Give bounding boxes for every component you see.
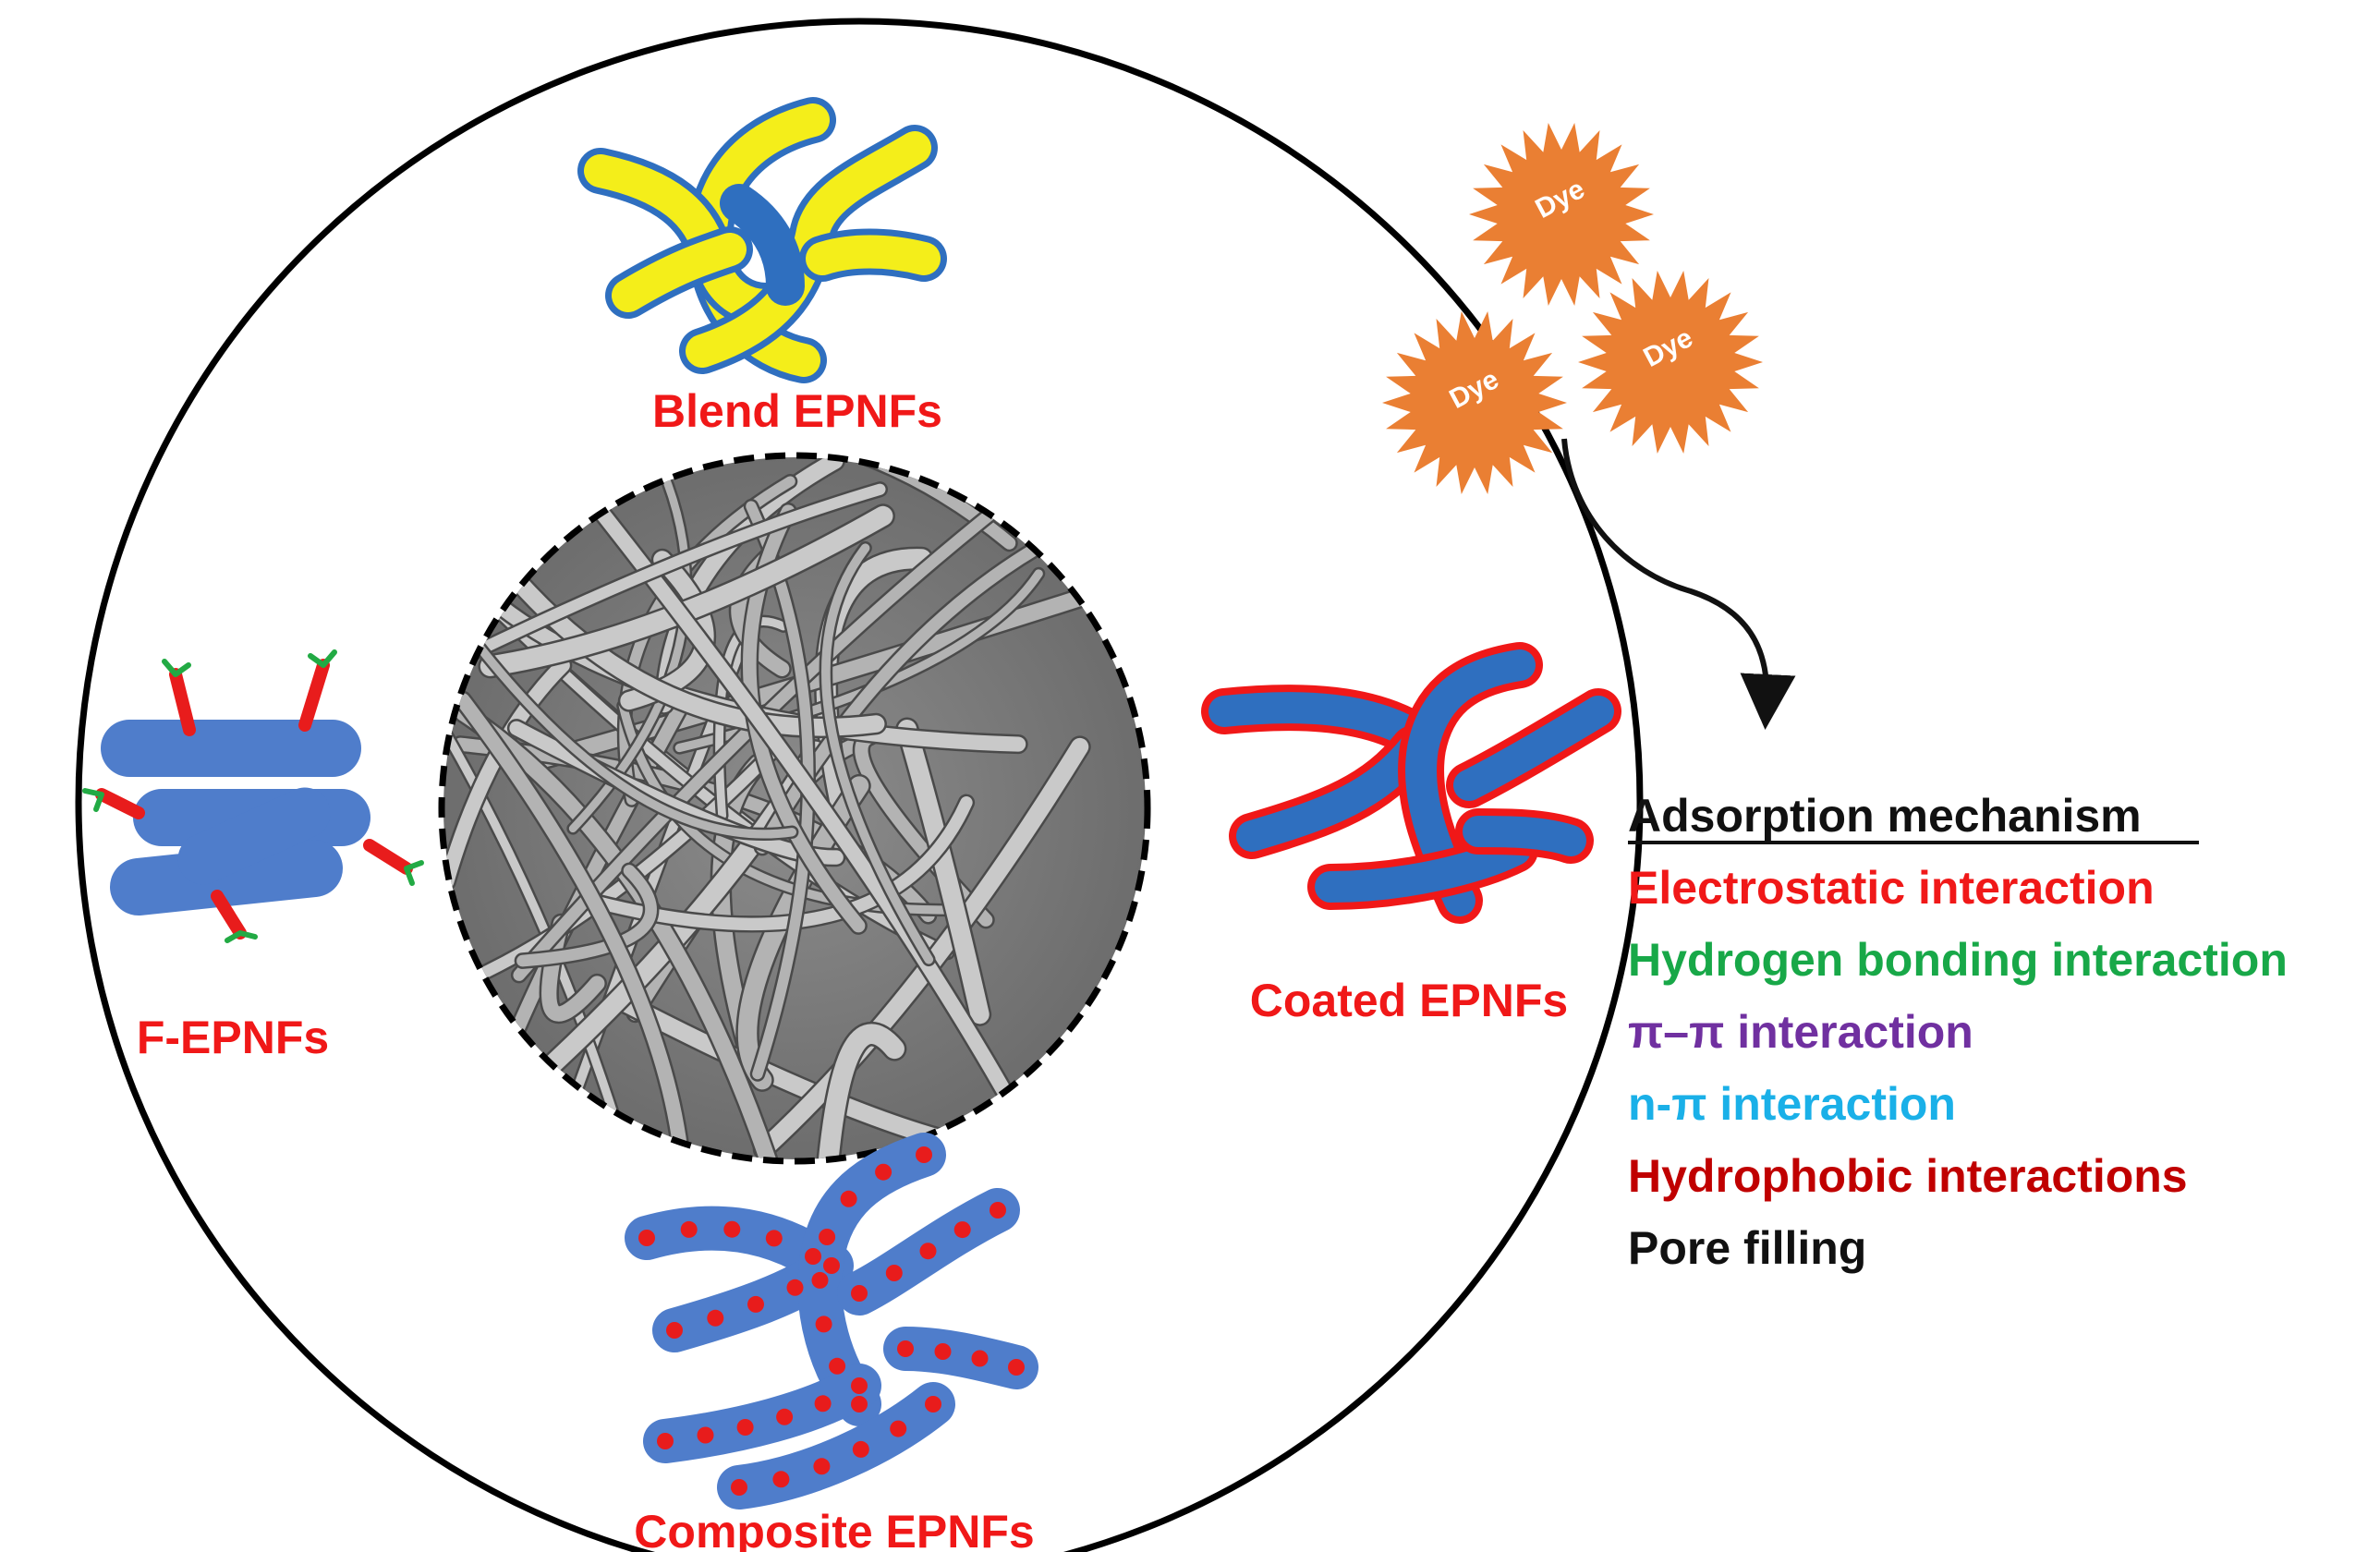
composite-particle: [840, 1190, 857, 1207]
composite-particle: [666, 1322, 683, 1339]
composite-particle: [765, 1230, 783, 1247]
composite-particle: [813, 1458, 831, 1475]
composite-particle: [875, 1163, 892, 1181]
composite-particle: [925, 1396, 941, 1413]
composite-particle: [934, 1343, 952, 1360]
composite-particle: [815, 1316, 832, 1333]
composite-particle: [707, 1309, 724, 1327]
f-epnfs-label: F-EPNFs: [137, 1012, 329, 1063]
legend-item: Hydrogen bonding interaction: [1628, 934, 2288, 986]
composite-particle: [811, 1271, 829, 1289]
composite-particle: [916, 1146, 932, 1163]
composite-particle: [786, 1279, 804, 1296]
composite-particle: [814, 1395, 832, 1413]
composite-particle: [890, 1420, 907, 1437]
coated-epnfs-label: Coated EPNFs: [1250, 975, 1569, 1026]
dye-molecule-right: Dye: [1578, 271, 1763, 454]
composite-particle: [852, 1440, 869, 1458]
composite-particle: [1008, 1359, 1025, 1376]
dye-molecule-left: Dye: [1382, 311, 1567, 494]
adsorption-arrow: [1561, 438, 1796, 730]
blend-epnfs-illustration: [577, 97, 947, 383]
outer-circle: [75, 18, 1644, 1552]
composite-particle: [990, 1202, 1006, 1219]
legend-item: π–π interaction: [1628, 1006, 1973, 1058]
composite-particle: [657, 1433, 674, 1449]
composite-particle: [697, 1426, 714, 1444]
coated-epnfs-illustration: [1201, 642, 1621, 924]
legend-title: Adsorption mechanism: [1628, 790, 2142, 842]
blend-epnfs-label: Blend EPNFs: [652, 385, 942, 437]
legend-item: Hydrophobic interactions: [1628, 1150, 2188, 1202]
composite-particle: [731, 1479, 747, 1496]
composite-particle: [897, 1340, 914, 1357]
sem-image: [438, 452, 1151, 1165]
composite-particle: [747, 1295, 764, 1313]
composite-particle: [723, 1220, 741, 1238]
composite-particle: [772, 1471, 790, 1488]
composite-particle: [680, 1220, 698, 1238]
composite-particle: [736, 1419, 754, 1436]
composite-particle: [805, 1248, 821, 1265]
composite-particle: [851, 1285, 868, 1302]
adsorption-legend: Adsorption mechanism Electrostatic inter…: [1628, 790, 2288, 1274]
legend-item: Electrostatic interaction: [1628, 862, 2155, 914]
composite-particle: [776, 1408, 794, 1425]
composite-particle: [851, 1377, 868, 1394]
composite-particle: [819, 1229, 836, 1245]
composite-epnfs-label: Composite EPNFs: [634, 1506, 1034, 1552]
composite-particle: [885, 1265, 903, 1281]
f-epnfs-illustration: [82, 649, 424, 943]
composite-particle: [823, 1257, 840, 1274]
composite-particle: [919, 1243, 937, 1260]
composite-particle: [953, 1221, 971, 1239]
dye-molecule-top: Dye: [1469, 123, 1654, 306]
composite-particles: [638, 1146, 1025, 1496]
composite-particle: [638, 1230, 655, 1246]
composite-particle: [851, 1396, 868, 1413]
legend-item: n-π interaction: [1628, 1078, 1956, 1130]
composite-particle: [829, 1357, 846, 1375]
legend-item: Pore filling: [1628, 1222, 1866, 1274]
composite-particle: [971, 1350, 989, 1367]
